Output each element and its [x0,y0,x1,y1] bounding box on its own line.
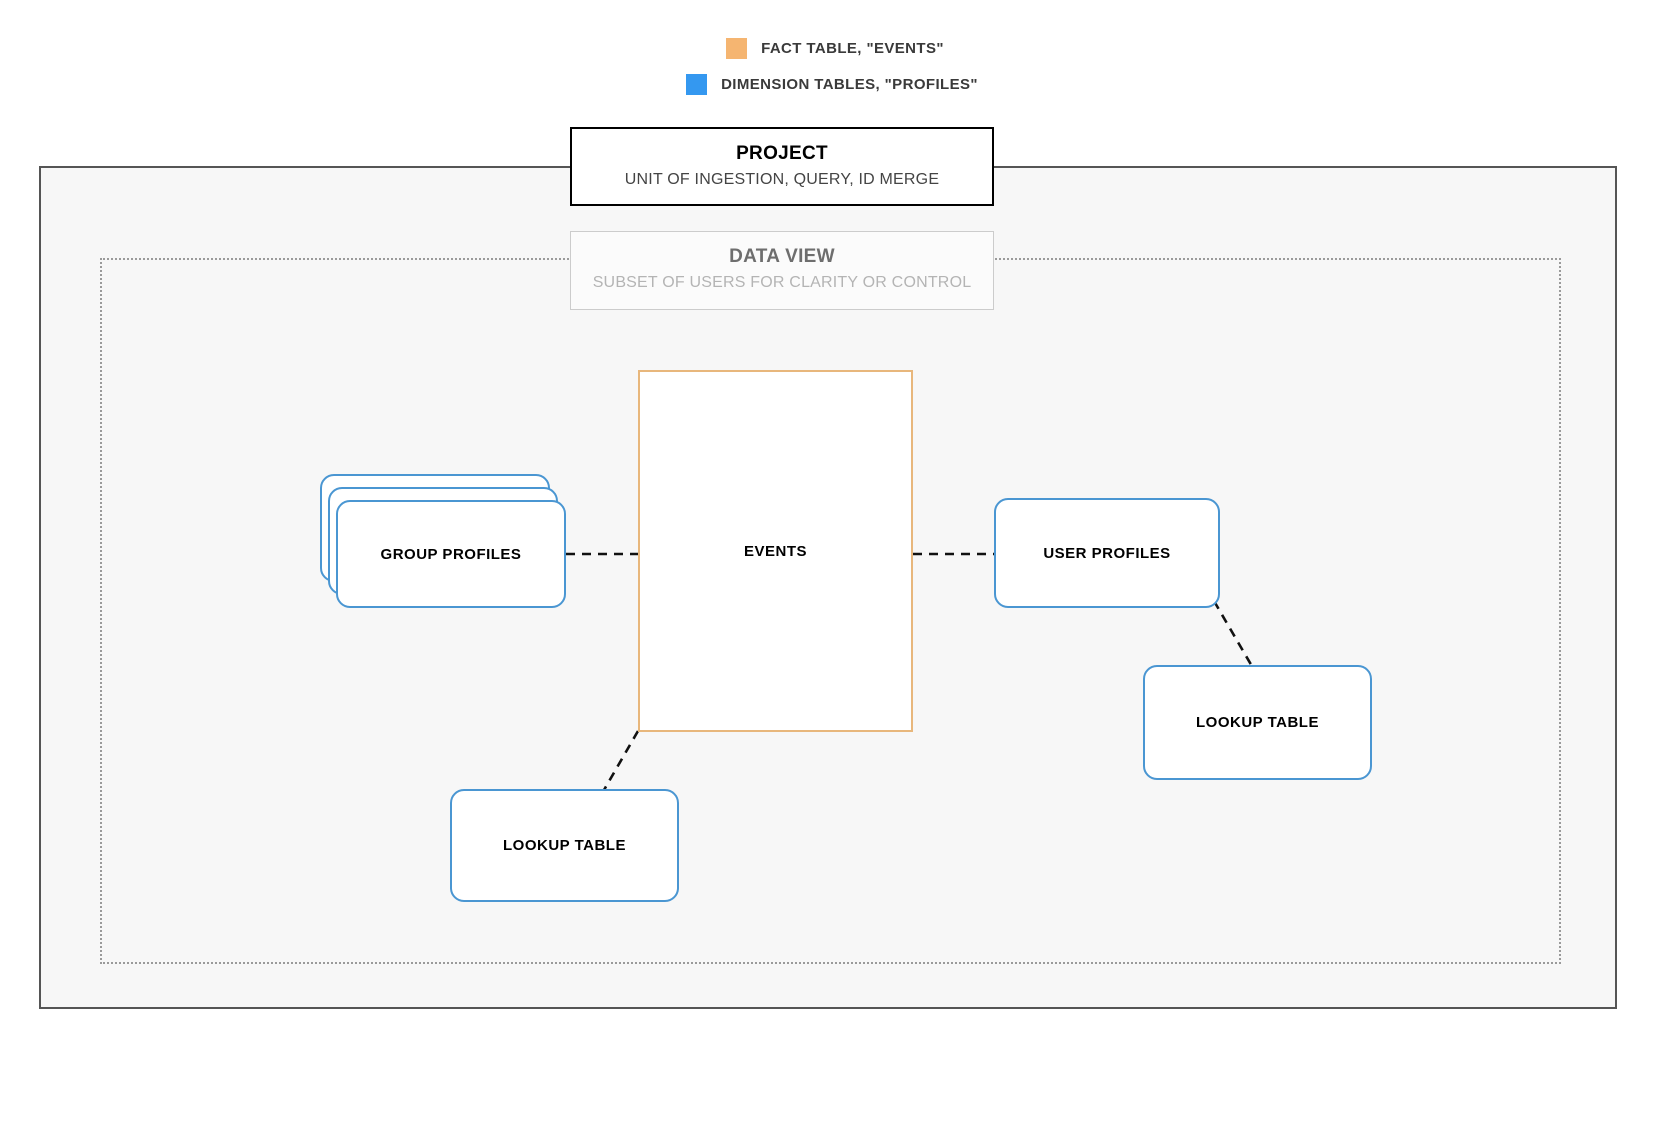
node-user-profiles[interactable]: USER PROFILES [994,498,1220,608]
dimension-tables-swatch [686,73,708,95]
node-events-label: EVENTS [743,542,807,560]
legend-row-dimension-tables: DIMENSION TABLES, "PROFILES" [0,66,1664,102]
data-view-subtitle: SUBSET OF USERS FOR CLARITY OR CONTROL [592,274,972,291]
fact-table-swatch [726,37,748,59]
node-user-profiles-label: USER PROFILES [1043,544,1171,562]
data-view-title: DATA VIEW [729,246,835,267]
project-title-box[interactable]: PROJECT UNIT OF INGESTION, QUERY, ID MER… [570,127,994,206]
node-lookup-table-left-label: LOOKUP TABLE [503,837,626,854]
node-lookup-table-right-label: LOOKUP TABLE [1196,714,1319,731]
legend: FACT TABLE, "EVENTS" DIMENSION TABLES, "… [0,30,1664,102]
data-view-title-box[interactable]: DATA VIEW SUBSET OF USERS FOR CLARITY OR… [570,231,994,310]
project-title: PROJECT [736,143,828,164]
node-group-profiles-label: GROUP PROFILES [380,545,522,563]
node-events[interactable]: EVENTS [638,370,913,732]
node-group-profiles[interactable]: GROUP PROFILES [336,500,566,608]
node-lookup-table-right[interactable]: LOOKUP TABLE [1143,665,1372,780]
node-lookup-table-left[interactable]: LOOKUP TABLE [450,789,679,902]
legend-label-fact-table: FACT TABLE, "EVENTS" [761,39,944,57]
project-subtitle: UNIT OF INGESTION, QUERY, ID MERGE [624,171,940,188]
legend-row-fact-table: FACT TABLE, "EVENTS" [0,30,1664,66]
legend-label-dimension-tables: DIMENSION TABLES, "PROFILES" [721,75,978,93]
